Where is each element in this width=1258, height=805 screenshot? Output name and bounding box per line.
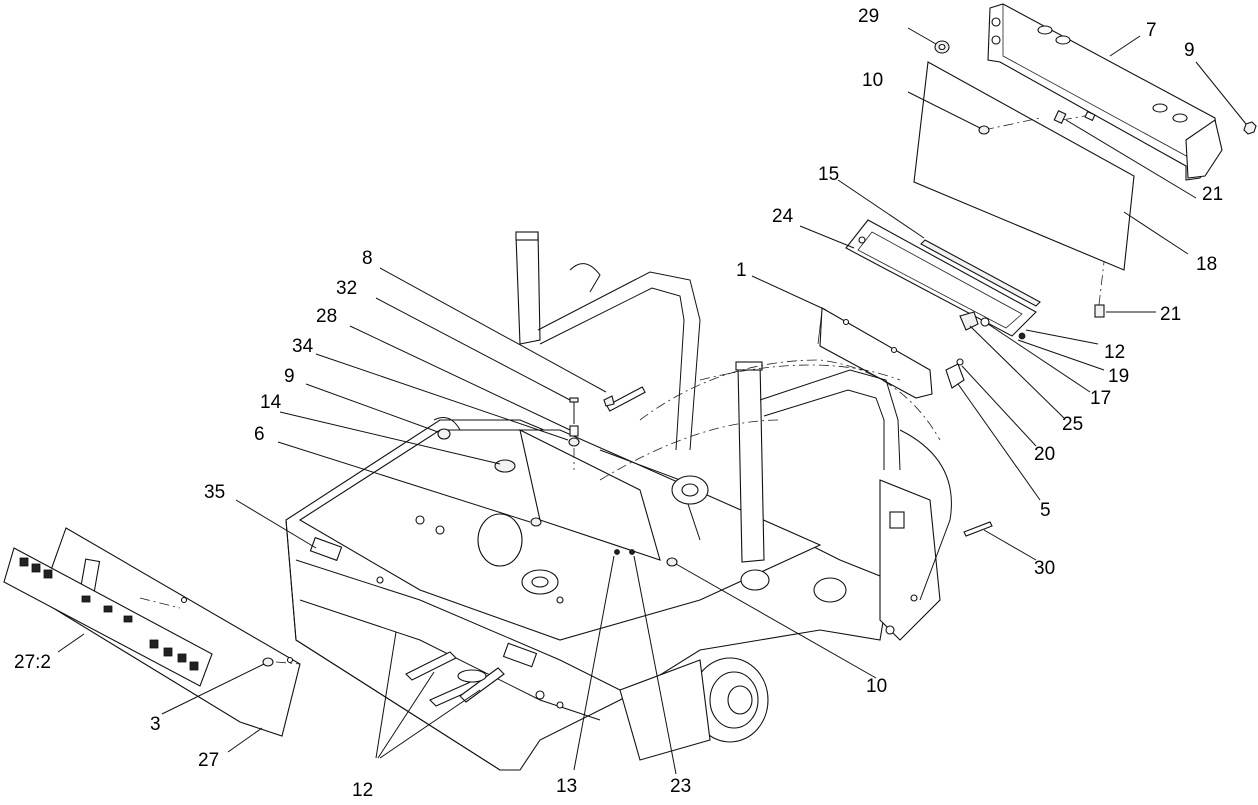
callout-30: 30 bbox=[1034, 558, 1055, 579]
callout-27-2: 27:2 bbox=[14, 652, 51, 673]
callout-18: 18 bbox=[1196, 254, 1217, 275]
callout-28: 28 bbox=[316, 306, 337, 327]
callout-9-top: 9 bbox=[1184, 40, 1195, 61]
callout-10-center: 10 bbox=[866, 676, 887, 697]
callout-8: 8 bbox=[362, 248, 373, 269]
washer-29 bbox=[934, 40, 950, 54]
callout-32: 32 bbox=[336, 278, 357, 299]
nut-9-left bbox=[433, 417, 461, 440]
pump-assembly bbox=[477, 475, 847, 603]
screw-3 bbox=[262, 656, 294, 667]
callout-20: 20 bbox=[1034, 444, 1055, 465]
callout-5: 5 bbox=[1040, 500, 1051, 521]
right-roll-bar bbox=[599, 359, 941, 563]
callout-15: 15 bbox=[818, 164, 839, 185]
callout-14: 14 bbox=[260, 392, 282, 413]
nut-9-top bbox=[1243, 121, 1257, 135]
callout-29: 29 bbox=[858, 6, 879, 27]
callout-12-bottom: 12 bbox=[352, 780, 373, 801]
control-levers-12 bbox=[405, 651, 505, 707]
callout-35: 35 bbox=[204, 482, 225, 503]
clip-21-top bbox=[1053, 110, 1096, 124]
callout-25: 25 bbox=[1062, 414, 1083, 435]
bolt-32 bbox=[569, 397, 579, 424]
rivets-13-23 bbox=[614, 549, 635, 555]
leader-lines bbox=[57, 27, 1247, 775]
callout-34: 34 bbox=[292, 336, 314, 357]
callout-27: 27 bbox=[198, 750, 219, 771]
callout-23: 23 bbox=[670, 776, 691, 797]
nut-34 bbox=[568, 437, 580, 470]
decal-27-2 bbox=[3, 547, 213, 687]
left-roll-bar bbox=[515, 231, 701, 451]
callout-3: 3 bbox=[150, 714, 161, 735]
callout-12-right: 12 bbox=[1104, 342, 1125, 363]
rear-bracket-7 bbox=[987, 3, 1223, 181]
callout-21-bottom: 21 bbox=[1160, 304, 1181, 325]
spacer-28 bbox=[569, 425, 579, 437]
bushing-14 bbox=[494, 459, 516, 473]
callout-labels: 29 7 9 10 21 15 24 18 21 1 12 19 17 25 2… bbox=[14, 6, 1223, 801]
callout-24: 24 bbox=[772, 206, 794, 227]
callout-19: 19 bbox=[1108, 366, 1129, 387]
bolt-8 bbox=[603, 386, 646, 412]
callout-9-left: 9 bbox=[284, 366, 295, 387]
rear-frame-right bbox=[879, 429, 952, 641]
panel-24 bbox=[845, 219, 1037, 337]
callout-21-top: 21 bbox=[1202, 184, 1223, 205]
callout-17: 17 bbox=[1090, 388, 1111, 409]
wheel-motor bbox=[619, 657, 769, 761]
bracket-1 bbox=[817, 307, 933, 399]
callout-1: 1 bbox=[736, 260, 747, 281]
bolt-10-top bbox=[978, 125, 990, 135]
nut-12-right bbox=[1018, 332, 1026, 340]
callout-13: 13 bbox=[556, 776, 577, 797]
plate-18 bbox=[913, 61, 1135, 271]
relay-5 bbox=[945, 358, 965, 389]
nut-6 bbox=[530, 517, 542, 527]
callout-7: 7 bbox=[1146, 20, 1157, 41]
callout-6: 6 bbox=[254, 424, 265, 445]
switch-25 bbox=[959, 311, 990, 331]
clip-21-bottom bbox=[1094, 261, 1105, 318]
bolt-10-center bbox=[666, 557, 678, 567]
chassis-frame bbox=[285, 419, 891, 771]
callout-10-top: 10 bbox=[862, 70, 883, 91]
strip-15 bbox=[920, 239, 1041, 307]
rod-30 bbox=[963, 521, 993, 537]
